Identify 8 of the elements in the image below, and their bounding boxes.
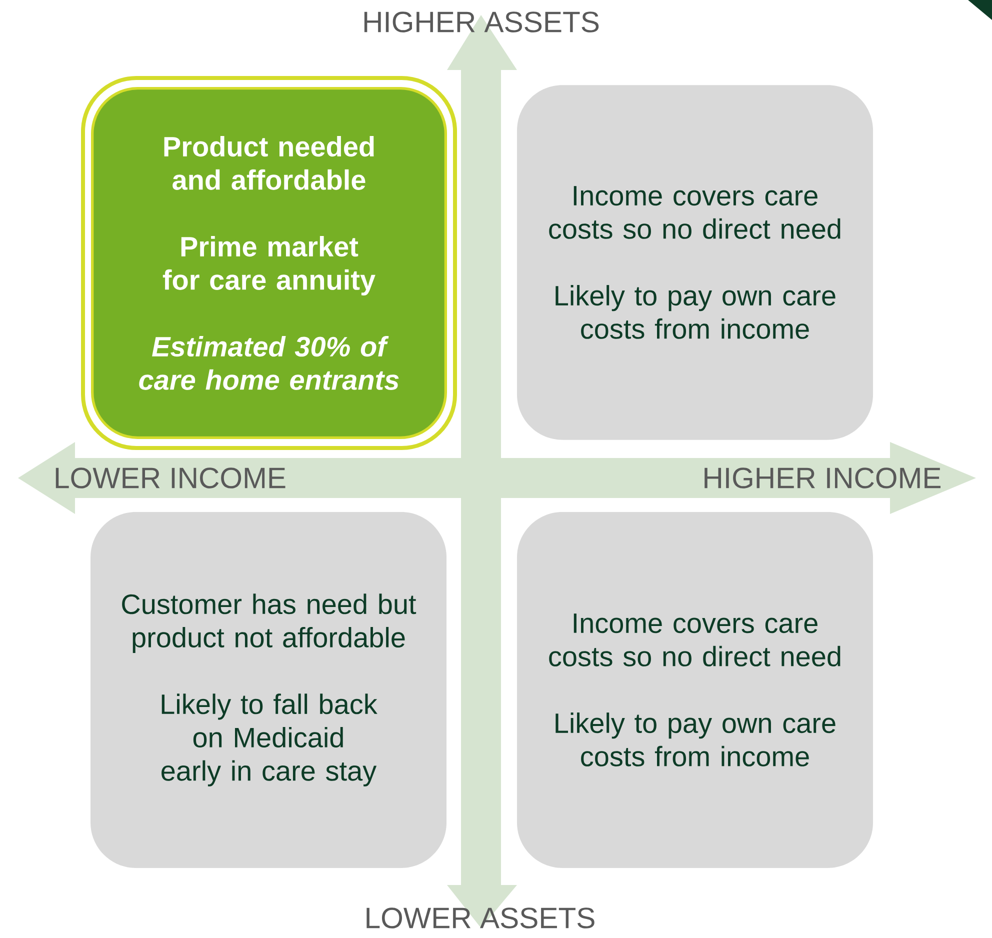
axis-label: HIGHER ASSETS bbox=[364, 12, 599, 32]
axis-label: HIGHER INCOME bbox=[704, 468, 940, 488]
quadrant-box: Income covers care costs so no direct need Likely to pay own care costs from income bbox=[517, 85, 873, 440]
quadrant-box: Customer has need but product not affordable Likely to fall back on Medicaid early in care stay bbox=[90, 512, 446, 868]
axis-label: LOWER ASSETS bbox=[366, 908, 594, 928]
highlight-box: Product needed and affordable Prime market for care annuity Estimated 30% of care home entrants bbox=[81, 76, 457, 450]
axis-label: LOWER INCOME bbox=[56, 468, 286, 488]
quadrant-box: Income covers care costs so no direct need Likely to pay own care costs from income bbox=[517, 512, 873, 868]
